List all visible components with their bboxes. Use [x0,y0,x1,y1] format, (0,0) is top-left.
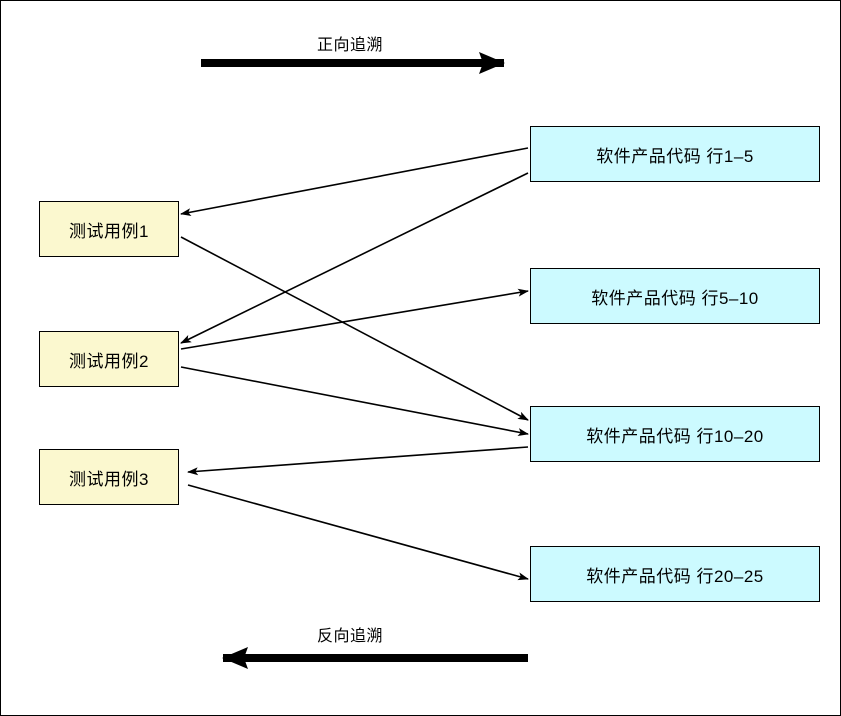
node-testcase-3[interactable]: 测试用例3 [39,449,179,505]
node-testcase-1[interactable]: 测试用例1 [39,201,179,257]
link-tc1-cb3 [180,236,529,421]
link-cb3-tc3 [187,446,529,476]
node-code-block-3[interactable]: 软件产品代码 行10–20 [530,406,820,462]
link-tc2-cb2 [180,288,529,350]
node-code-block-4[interactable]: 软件产品代码 行20–25 [530,546,820,602]
link-tc3-cb4 [187,484,529,581]
link-tc2-cb3 [180,366,529,437]
link-cb1-tc2 [180,172,529,344]
node-testcase-2[interactable]: 测试用例2 [39,331,179,387]
node-code-block-1[interactable]: 软件产品代码 行1–5 [530,126,820,182]
node-code-block-2[interactable]: 软件产品代码 行5–10 [530,268,820,324]
link-cb1-tc1 [180,147,529,217]
forward-trace-label: 正向追溯 [317,37,384,54]
trace-links [180,147,529,581]
backward-trace-label: 反向追溯 [317,628,384,645]
